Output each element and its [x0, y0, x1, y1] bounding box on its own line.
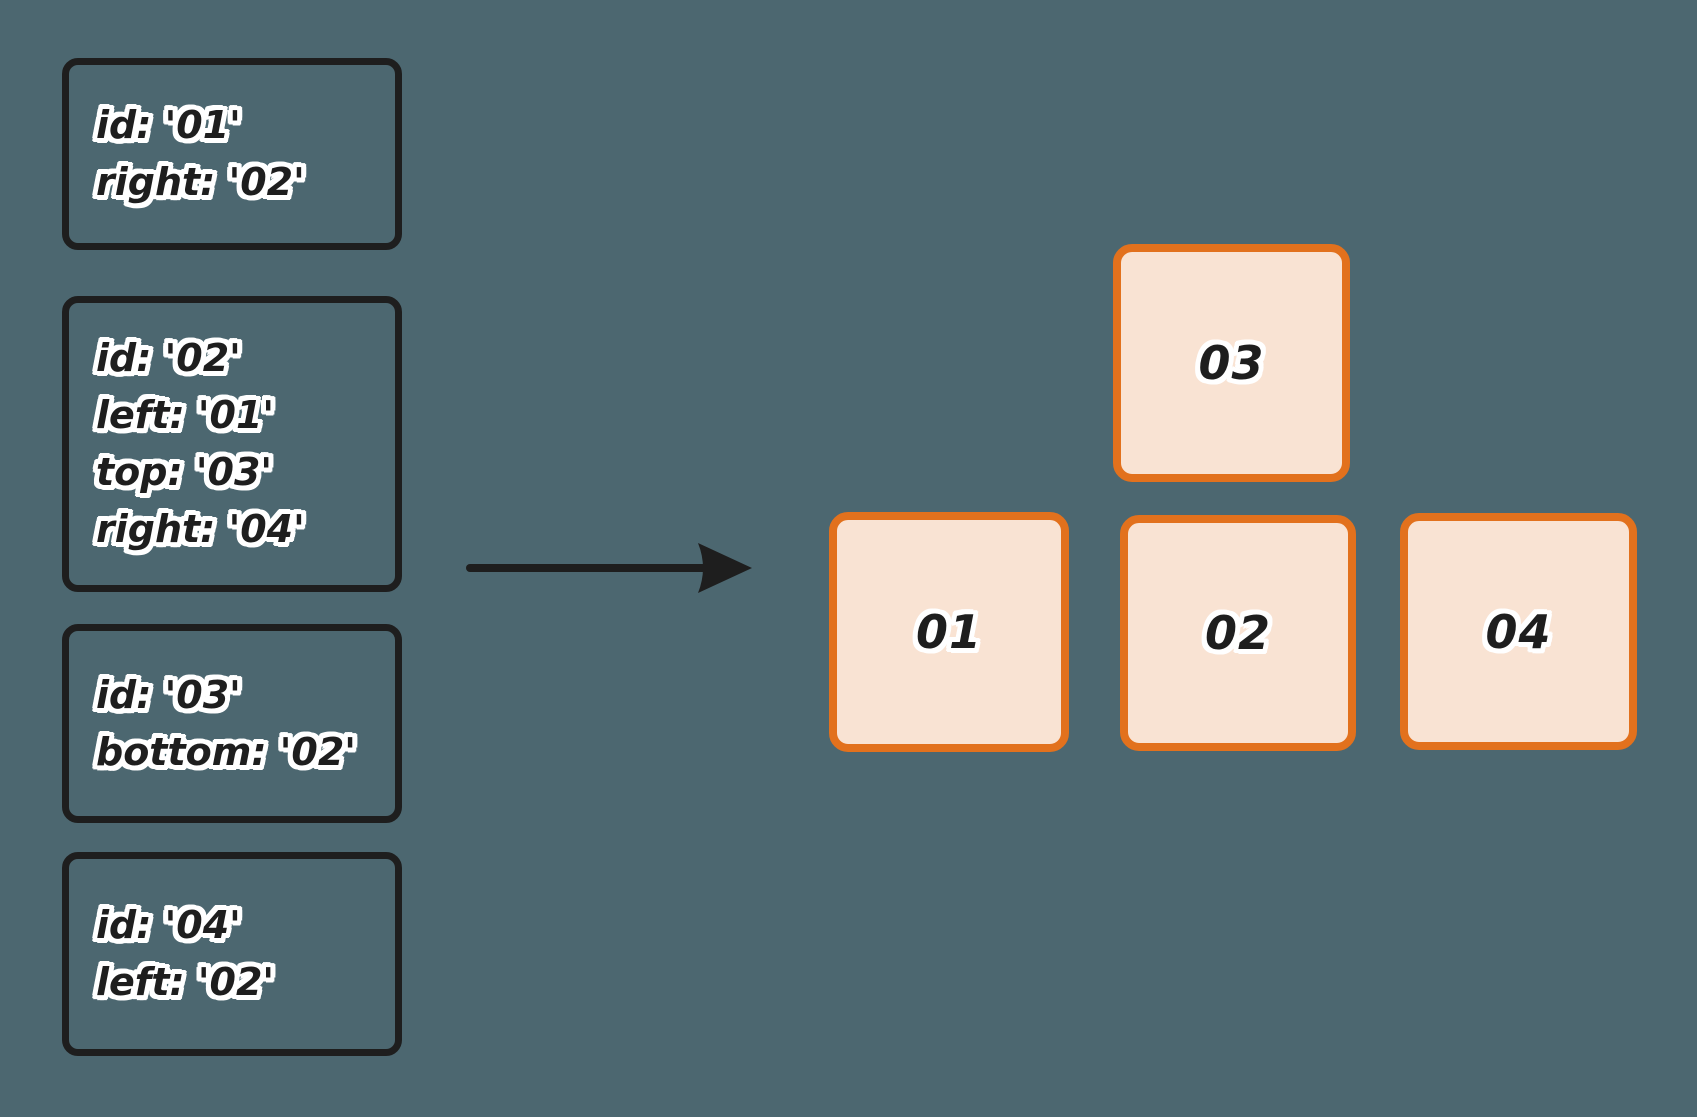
- definition-line: left: '01': [96, 393, 275, 437]
- definition-card-01: id: '01' right: '02': [62, 58, 402, 250]
- definition-line: right: '02': [96, 160, 305, 204]
- node-label: 03: [1198, 336, 1265, 390]
- arrow-right-icon: [464, 538, 756, 598]
- node-label: 01: [915, 605, 982, 659]
- definition-card-02: id: '02' left: '01' top: '03' right: '04…: [62, 296, 402, 592]
- node-label: 02: [1204, 606, 1271, 660]
- definition-line: id: '01': [96, 103, 241, 147]
- node-label: 04: [1485, 604, 1552, 659]
- definition-line: top: '03': [96, 450, 273, 494]
- definition-line: left: '02': [96, 960, 275, 1004]
- definition-line: right: '04': [96, 507, 305, 551]
- definition-line: id: '04': [96, 903, 241, 947]
- definition-card-04: id: '04' left: '02': [62, 852, 402, 1056]
- definition-line: id: '03': [96, 672, 241, 717]
- layout-node-01: 01: [829, 512, 1069, 752]
- layout-node-02: 02: [1120, 515, 1356, 751]
- definition-line: bottom: '02': [96, 729, 356, 774]
- layout-node-03: 03: [1113, 244, 1350, 482]
- definition-line: id: '02': [96, 336, 241, 380]
- definition-card-03: id: '03' bottom: '02': [62, 624, 402, 823]
- layout-node-04: 04: [1400, 513, 1637, 750]
